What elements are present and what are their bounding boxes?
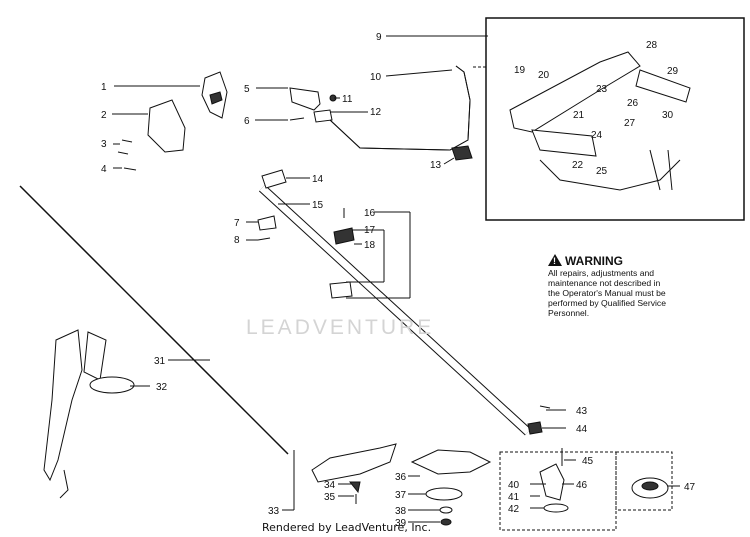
callout-37: 37	[395, 490, 407, 501]
callout-32: 32	[156, 382, 168, 393]
callout-35: 35	[324, 492, 336, 503]
callout-46: 46	[576, 480, 588, 491]
part-gearhead	[499, 405, 617, 531]
callout-16: 16	[364, 208, 376, 219]
callout-29: 29	[667, 66, 679, 77]
part-bracket-7	[257, 215, 277, 231]
part-throttle-cover	[201, 71, 228, 119]
callout-3: 3	[101, 139, 107, 150]
callout-36: 36	[395, 472, 407, 483]
detail-box	[485, 17, 745, 221]
callout-30: 30	[662, 110, 674, 121]
callout-6: 6	[244, 116, 250, 127]
callout-23: 23	[596, 84, 608, 95]
callout-10: 10	[370, 72, 382, 83]
callout-8: 8	[234, 235, 240, 246]
part-harness	[43, 329, 135, 499]
leader-lines	[112, 35, 680, 523]
callout-27: 27	[624, 118, 636, 129]
watermark: LEADVENTURE	[246, 316, 435, 339]
callout-25: 25	[596, 166, 608, 177]
callout-5: 5	[244, 84, 250, 95]
footer-credit: Rendered by LeadVenture, Inc.	[262, 521, 432, 534]
callout-44: 44	[576, 424, 588, 435]
callout-19: 19	[514, 65, 526, 76]
callout-14: 14	[312, 174, 324, 185]
part-screw-8	[257, 237, 271, 241]
callout-15: 15	[312, 200, 324, 211]
part-trimmer-head	[615, 451, 673, 511]
callout-22: 22	[572, 160, 584, 171]
warning-line: Personnel.	[548, 308, 590, 318]
callout-21: 21	[573, 110, 585, 121]
callout-38: 38	[395, 506, 407, 517]
callout-41: 41	[508, 492, 520, 503]
callout-2: 2	[101, 110, 107, 121]
callout-7: 7	[234, 218, 240, 229]
callout-4: 4	[101, 164, 107, 175]
part-screw-6	[289, 117, 305, 121]
warning-triangle-icon: !	[548, 254, 562, 266]
callout-labels: 1 2 3 4 5 6 7 8 9 10 11 12 13 14 15 16 1…	[101, 32, 696, 529]
part-housing-shell	[147, 99, 186, 153]
callout-28: 28	[646, 40, 658, 51]
part-grip	[289, 87, 321, 111]
callout-47: 47	[684, 482, 696, 493]
part-engine-assembly	[509, 51, 691, 191]
callout-20: 20	[538, 70, 550, 81]
callout-17: 17	[364, 225, 376, 236]
callout-39: 39	[395, 518, 407, 529]
callout-33: 33	[268, 506, 280, 517]
part-throttle-assy-16-18	[329, 208, 411, 299]
part-clamp-14	[261, 169, 287, 189]
part-flex-cable	[19, 185, 289, 455]
callout-12: 12	[370, 107, 382, 118]
callout-43: 43	[576, 406, 588, 417]
callout-42: 42	[508, 504, 520, 515]
callout-11: 11	[342, 94, 353, 105]
part-loop-handle	[329, 65, 471, 151]
part-shield-33-35	[293, 443, 397, 510]
callout-9: 9	[376, 32, 382, 43]
warning-line: performed by Qualified Service	[548, 298, 666, 308]
callout-13: 13	[430, 160, 442, 171]
warning-title: WARNING	[565, 254, 623, 268]
callout-26: 26	[627, 98, 639, 109]
part-screws-3-4	[117, 139, 137, 171]
callout-34: 34	[324, 480, 336, 491]
warning-line: the Operator's Manual must be	[548, 288, 666, 298]
callout-40: 40	[508, 480, 520, 491]
warning-line: maintenance not described in	[548, 278, 661, 288]
part-blade-stack	[410, 449, 492, 526]
callout-31: 31	[154, 356, 166, 367]
warning-text: All repairs, adjustments and maintenance…	[548, 268, 708, 318]
callout-18: 18	[364, 240, 376, 251]
callout-24: 24	[591, 130, 603, 141]
part-clamp-13	[451, 145, 473, 161]
part-clamp-12	[313, 109, 333, 123]
callout-45: 45	[582, 456, 594, 467]
warning-symbol: !	[553, 256, 556, 266]
callout-1: 1	[101, 82, 107, 93]
warning-line: All repairs, adjustments and	[548, 268, 655, 278]
part-drive-shaft	[258, 184, 532, 436]
